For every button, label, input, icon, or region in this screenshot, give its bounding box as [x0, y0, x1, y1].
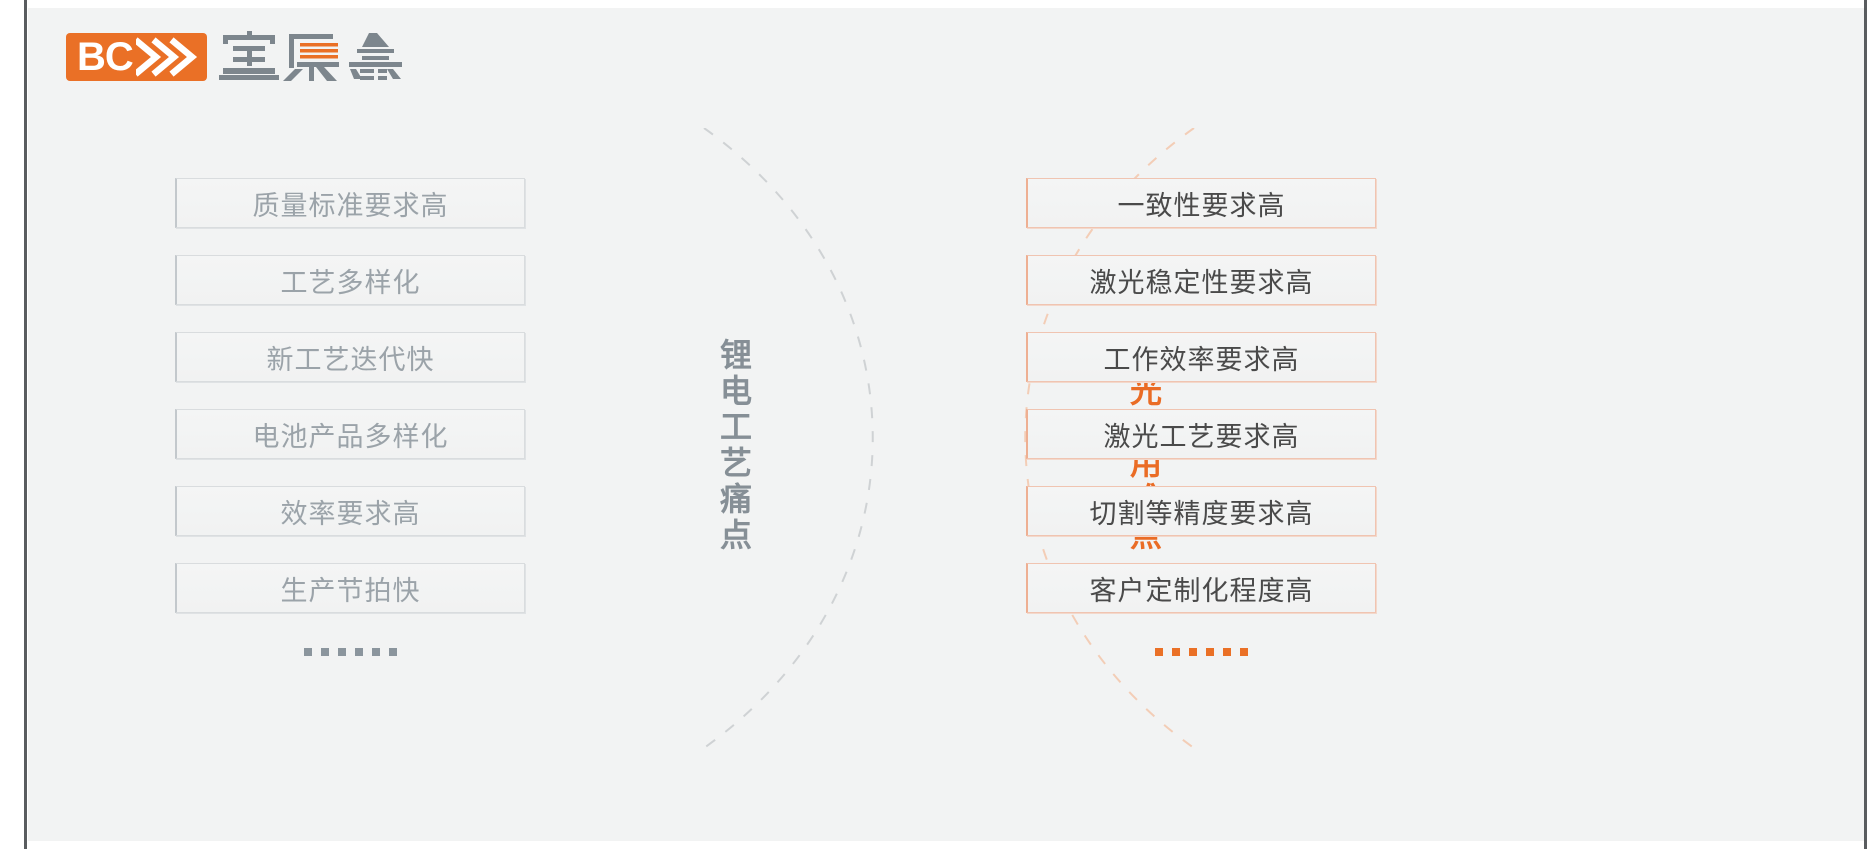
list-item-label: 新工艺迭代快 — [266, 344, 435, 375]
list-item[interactable]: 效率要求高 — [175, 486, 525, 536]
list-item[interactable]: 激光工艺要求高 — [1026, 409, 1376, 459]
list-item-label: 激光工艺要求高 — [1103, 421, 1300, 452]
ellipsis-dot — [354, 648, 363, 656]
list-item-label: 工艺多样化 — [280, 267, 421, 298]
ellipsis-dot — [1188, 648, 1197, 656]
list-item[interactable]: 工作效率要求高 — [1026, 332, 1376, 382]
list-item[interactable]: 激光稳定性要求高 — [1026, 255, 1376, 305]
ellipsis-dot — [303, 648, 312, 656]
list-item[interactable]: 客户定制化程度高 — [1026, 563, 1376, 613]
list-item-label: 激光稳定性要求高 — [1089, 267, 1314, 298]
ellipsis-dot — [1154, 648, 1163, 656]
list-item[interactable]: 新工艺迭代快 — [175, 332, 525, 382]
double-chevron-icon — [135, 37, 198, 77]
list-item[interactable]: 工艺多样化 — [175, 255, 525, 305]
right-column: 一致性要求高 激光稳定性要求高 工作效率要求高 激光工艺要求高 切割等精度要求高… — [1026, 178, 1376, 664]
logo-mark: BC — [66, 33, 207, 81]
list-item[interactable]: 一致性要求高 — [1026, 178, 1376, 228]
list-item-label: 效率要求高 — [280, 498, 421, 529]
list-item[interactable]: 切割等精度要求高 — [1026, 486, 1376, 536]
left-ellipsis — [175, 640, 525, 664]
ellipsis-dot — [320, 648, 329, 656]
right-page-rule — [1864, 0, 1867, 849]
left-column: 质量标准要求高 工艺多样化 新工艺迭代快 电池产品多样化 效率要求高 生产节拍快 — [175, 178, 525, 664]
ellipsis-dot — [371, 648, 380, 656]
list-item[interactable]: 生产节拍快 — [175, 563, 525, 613]
list-item-label: 质量标准要求高 — [252, 190, 449, 221]
logo-chinese-name — [217, 31, 407, 83]
list-item[interactable]: 质量标准要求高 — [175, 178, 525, 228]
slide-canvas: BC — [28, 8, 1865, 841]
ellipsis-dot — [1239, 648, 1248, 656]
right-ellipsis — [1026, 640, 1376, 664]
left-vertical-label: 锂电工艺痛点 — [716, 338, 752, 554]
list-item-label: 一致性要求高 — [1117, 190, 1286, 221]
ellipsis-dot — [1171, 648, 1180, 656]
ellipsis-dot — [1222, 648, 1231, 656]
list-item-label: 电池产品多样化 — [252, 421, 449, 452]
list-item-label: 生产节拍快 — [280, 575, 421, 606]
list-item-label: 切割等精度要求高 — [1089, 498, 1314, 529]
list-item[interactable]: 电池产品多样化 — [175, 409, 525, 459]
ellipsis-dot — [1205, 648, 1214, 656]
ellipsis-dot — [388, 648, 397, 656]
left-page-rule — [24, 0, 27, 849]
logo-bc-text: BC — [77, 35, 134, 79]
ellipsis-dot — [337, 648, 346, 656]
list-item-label: 工作效率要求高 — [1103, 344, 1300, 375]
brand-logo: BC — [66, 28, 407, 86]
list-item-label: 客户定制化程度高 — [1089, 575, 1314, 606]
